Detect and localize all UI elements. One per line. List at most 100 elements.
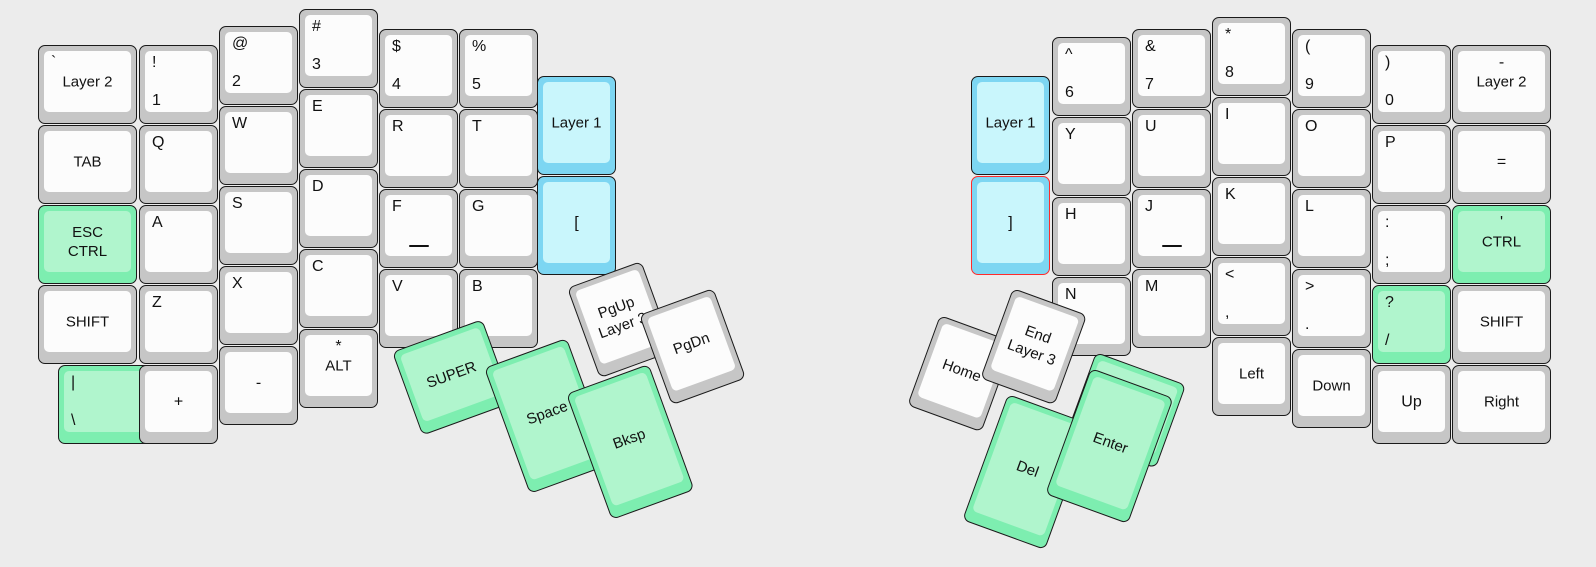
key-f-homing-bar-icon [408,245,429,247]
key-a[interactable]: A [139,205,218,284]
key-2[interactable]: @2 [219,26,298,105]
key-minus-layer2-legend: Layer 2 [1476,73,1527,90]
key-layer1-left[interactable]: Layer 1 [537,76,616,175]
key-equal[interactable]: = [1452,125,1551,204]
key-z-cap: Z [145,291,212,352]
key-equal-legend: = [1496,153,1507,170]
key-shift-left[interactable]: SHIFT [38,285,137,364]
key-comma[interactable]: <, [1212,257,1291,336]
key-tab[interactable]: TAB [38,125,137,204]
key-minus[interactable]: - [219,346,298,425]
key-up[interactable]: Up [1372,365,1451,444]
key-p[interactable]: P [1372,125,1451,204]
key-l-legend: L [1305,198,1314,215]
key-plus-cap: + [145,371,212,432]
key-f-cap: F [385,195,452,256]
key-x-cap: X [225,272,292,333]
key-super-left-legend: SUPER [424,357,479,392]
key-left-cap: Left [1218,343,1285,404]
key-slash[interactable]: ?/ [1372,285,1451,364]
key-0[interactable]: )0 [1372,45,1451,124]
key-y[interactable]: Y [1052,117,1131,196]
key-3[interactable]: #3 [299,9,378,88]
key-1-cap: !1 [145,51,212,112]
key-up-cap: Up [1378,371,1445,432]
key-u[interactable]: U [1132,109,1211,188]
key-i[interactable]: I [1212,97,1291,176]
key-layer1-left-legend: Layer 1 [551,114,602,131]
key-g[interactable]: G [459,189,538,268]
key-q[interactable]: Q [139,125,218,204]
key-alt-cap: *ALT [305,335,372,396]
key-k-legend: K [1225,186,1236,203]
key-esc-ctrl-cap: ESC CTRL [44,211,131,272]
key-w[interactable]: W [219,106,298,185]
key-plus[interactable]: + [139,365,218,444]
key-layer1-right[interactable]: Layer 1 [971,76,1050,175]
key-j[interactable]: J [1132,189,1211,268]
key-bracket-left[interactable]: [ [537,176,616,275]
key-equal-cap: = [1458,131,1545,192]
key-k-cap: K [1218,183,1285,244]
key-v[interactable]: V [379,269,458,348]
key-semicolon-legend: ; [1385,252,1390,269]
key-f[interactable]: F [379,189,458,268]
key-bracket-right[interactable]: ] [971,176,1050,275]
key-semicolon[interactable]: :; [1372,205,1451,284]
key-right[interactable]: Right [1452,365,1551,444]
key-6-legend: 6 [1065,84,1074,101]
key-l[interactable]: L [1292,189,1371,268]
key-j-legend: J [1145,198,1153,215]
key-d[interactable]: D [299,169,378,248]
key-9-shifted-legend: ( [1305,38,1311,55]
key-m[interactable]: M [1132,269,1211,348]
key-down[interactable]: Down [1292,349,1371,428]
key-quote-ctrl[interactable]: 'CTRL [1452,205,1551,284]
key-bksp-legend: Bksp [610,425,648,453]
key-4-cap: $4 [385,35,452,96]
key-h-cap: H [1058,203,1125,264]
key-pipe-backslash-cap: |\ [64,371,151,432]
key-enter-cap: Enter [1054,375,1167,511]
key-enter[interactable]: Enter [1045,368,1174,525]
key-h[interactable]: H [1052,197,1131,276]
key-g-cap: G [465,195,532,256]
key-q-legend: Q [152,134,165,151]
key-z[interactable]: Z [139,285,218,364]
key-o[interactable]: O [1292,109,1371,188]
key-pipe-backslash-legend: \ [71,412,76,429]
key-bracket-left-cap: [ [543,182,610,263]
key-i-legend: I [1225,106,1230,123]
key-8[interactable]: *8 [1212,17,1291,96]
key-g-legend: G [472,198,485,215]
key-layer1-right-legend: Layer 1 [985,114,1036,131]
key-minus-layer2-shifted-legend: - [1498,54,1505,71]
key-s[interactable]: S [219,186,298,265]
key-minus-layer2[interactable]: - Layer 2 [1452,45,1551,124]
key-3-legend: 3 [312,56,321,73]
key-c[interactable]: C [299,249,378,328]
key-r-cap: R [385,115,452,176]
key-9[interactable]: (9 [1292,29,1371,108]
key-0-legend: 0 [1385,92,1394,109]
key-t[interactable]: T [459,109,538,188]
key-grave-layer2[interactable]: `Layer 2 [38,45,137,124]
key-7[interactable]: &7 [1132,29,1211,108]
key-u-legend: U [1145,118,1157,135]
key-left[interactable]: Left [1212,337,1291,416]
key-alt[interactable]: *ALT [299,329,378,408]
key-period[interactable]: >. [1292,269,1371,348]
key-shift-right[interactable]: SHIFT [1452,285,1551,364]
key-esc-ctrl[interactable]: ESC CTRL [38,205,137,284]
key-3-shifted-legend: # [312,18,321,35]
key-k[interactable]: K [1212,177,1291,256]
key-z-legend: Z [152,294,162,311]
key-6[interactable]: ^6 [1052,37,1131,116]
key-1[interactable]: !1 [139,45,218,124]
key-e[interactable]: E [299,89,378,168]
key-5[interactable]: %5 [459,29,538,108]
key-r[interactable]: R [379,109,458,188]
key-4[interactable]: $4 [379,29,458,108]
key-end-layer3-cap: End Layer 3 [989,295,1080,392]
key-x[interactable]: X [219,266,298,345]
